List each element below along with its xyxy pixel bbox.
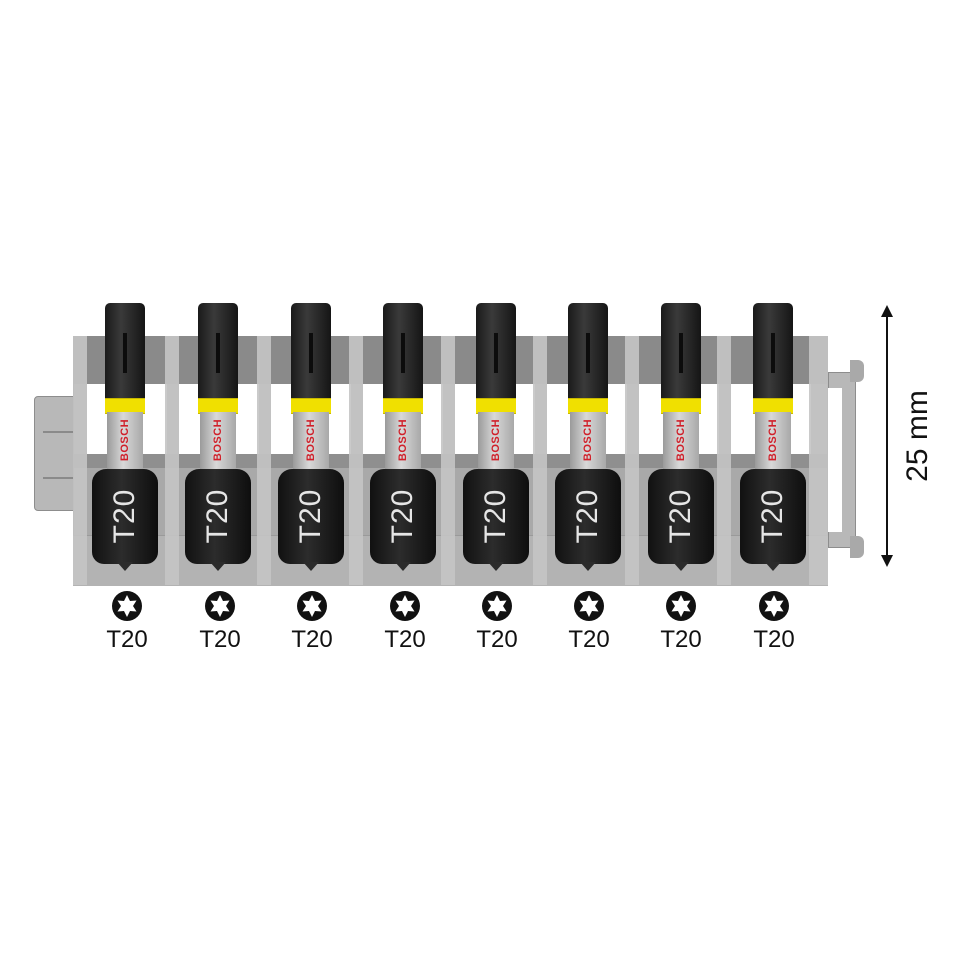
torx-icon bbox=[205, 591, 235, 621]
screwdriver-bit: BOSCH T20 bbox=[183, 303, 253, 573]
brand-logo: BOSCH bbox=[582, 418, 594, 462]
holder-divider bbox=[441, 336, 455, 585]
spec-item: T20 bbox=[462, 590, 532, 654]
torx-icon bbox=[297, 591, 327, 621]
torx-icon bbox=[390, 591, 420, 621]
brand-logo: BOSCH bbox=[119, 418, 131, 462]
bit-shank bbox=[107, 412, 143, 469]
torx-icon bbox=[112, 591, 142, 621]
torx-icon bbox=[574, 591, 604, 621]
screwdriver-bit: BOSCH T20 bbox=[276, 303, 346, 573]
spec-item: T20 bbox=[277, 590, 347, 654]
bit-hex-body bbox=[92, 469, 158, 564]
brand-logo: BOSCH bbox=[675, 418, 687, 462]
screwdriver-bit: BOSCH T20 bbox=[553, 303, 623, 573]
bit-shank bbox=[293, 412, 329, 469]
bit-size-label: T20 bbox=[386, 488, 419, 544]
brand-logo: BOSCH bbox=[397, 418, 409, 462]
spec-label: T20 bbox=[199, 626, 241, 653]
holder-divider bbox=[533, 336, 547, 585]
holder-divider bbox=[165, 336, 179, 585]
bit-shank bbox=[385, 412, 421, 469]
bit-shank bbox=[663, 412, 699, 469]
bit-shank bbox=[478, 412, 514, 469]
holder-divider bbox=[809, 336, 828, 585]
spec-item: T20 bbox=[370, 590, 440, 654]
bit-holder-clip-right bbox=[828, 360, 864, 560]
spec-label: T20 bbox=[384, 626, 426, 653]
bit-holder-clip-left bbox=[34, 396, 76, 511]
bit-size-label: T20 bbox=[756, 488, 789, 544]
spec-label: T20 bbox=[568, 626, 610, 653]
dimension-arrow bbox=[880, 305, 894, 567]
bit-hex-body bbox=[555, 469, 621, 564]
torx-icon bbox=[666, 591, 696, 621]
holder-divider bbox=[73, 336, 87, 585]
screwdriver-bit: BOSCH T20 bbox=[90, 303, 160, 573]
bit-size-label: T20 bbox=[108, 488, 141, 544]
holder-divider bbox=[717, 336, 731, 585]
bit-shank bbox=[570, 412, 606, 469]
screwdriver-bit: BOSCH T20 bbox=[646, 303, 716, 573]
bit-size-label: T20 bbox=[664, 488, 697, 544]
brand-logo: BOSCH bbox=[767, 418, 779, 462]
spec-label: T20 bbox=[106, 626, 148, 653]
screwdriver-bit: BOSCH T20 bbox=[738, 303, 808, 573]
bit-hex-body bbox=[370, 469, 436, 564]
brand-logo: BOSCH bbox=[212, 418, 224, 462]
arrow-down-icon bbox=[881, 555, 893, 567]
holder-divider bbox=[625, 336, 639, 585]
spec-label: T20 bbox=[291, 626, 333, 653]
bit-hex-body bbox=[463, 469, 529, 564]
dimension-label: 25 mm bbox=[901, 390, 934, 482]
spec-item: T20 bbox=[646, 590, 716, 654]
spec-item: T20 bbox=[185, 590, 255, 654]
spec-label: T20 bbox=[660, 626, 702, 653]
spec-label: T20 bbox=[753, 626, 795, 653]
brand-logo: BOSCH bbox=[490, 418, 502, 462]
spec-item: T20 bbox=[92, 590, 162, 654]
spec-label: T20 bbox=[476, 626, 518, 653]
bit-hex-body bbox=[740, 469, 806, 564]
torx-icon bbox=[759, 591, 789, 621]
torx-icon bbox=[482, 591, 512, 621]
holder-divider bbox=[349, 336, 363, 585]
screwdriver-bit: BOSCH T20 bbox=[461, 303, 531, 573]
bit-size-label: T20 bbox=[571, 488, 604, 544]
bit-size-label: T20 bbox=[201, 488, 234, 544]
bit-hex-body bbox=[278, 469, 344, 564]
spec-item: T20 bbox=[739, 590, 809, 654]
bit-hex-body bbox=[185, 469, 251, 564]
bit-size-label: T20 bbox=[294, 488, 327, 544]
brand-logo: BOSCH bbox=[305, 418, 317, 462]
screwdriver-bit: BOSCH T20 bbox=[368, 303, 438, 573]
holder-divider bbox=[257, 336, 271, 585]
bit-shank bbox=[200, 412, 236, 469]
spec-item: T20 bbox=[554, 590, 624, 654]
bit-shank bbox=[755, 412, 791, 469]
bit-hex-body bbox=[648, 469, 714, 564]
bit-size-label: T20 bbox=[479, 488, 512, 544]
arrow-up-icon bbox=[881, 305, 893, 317]
